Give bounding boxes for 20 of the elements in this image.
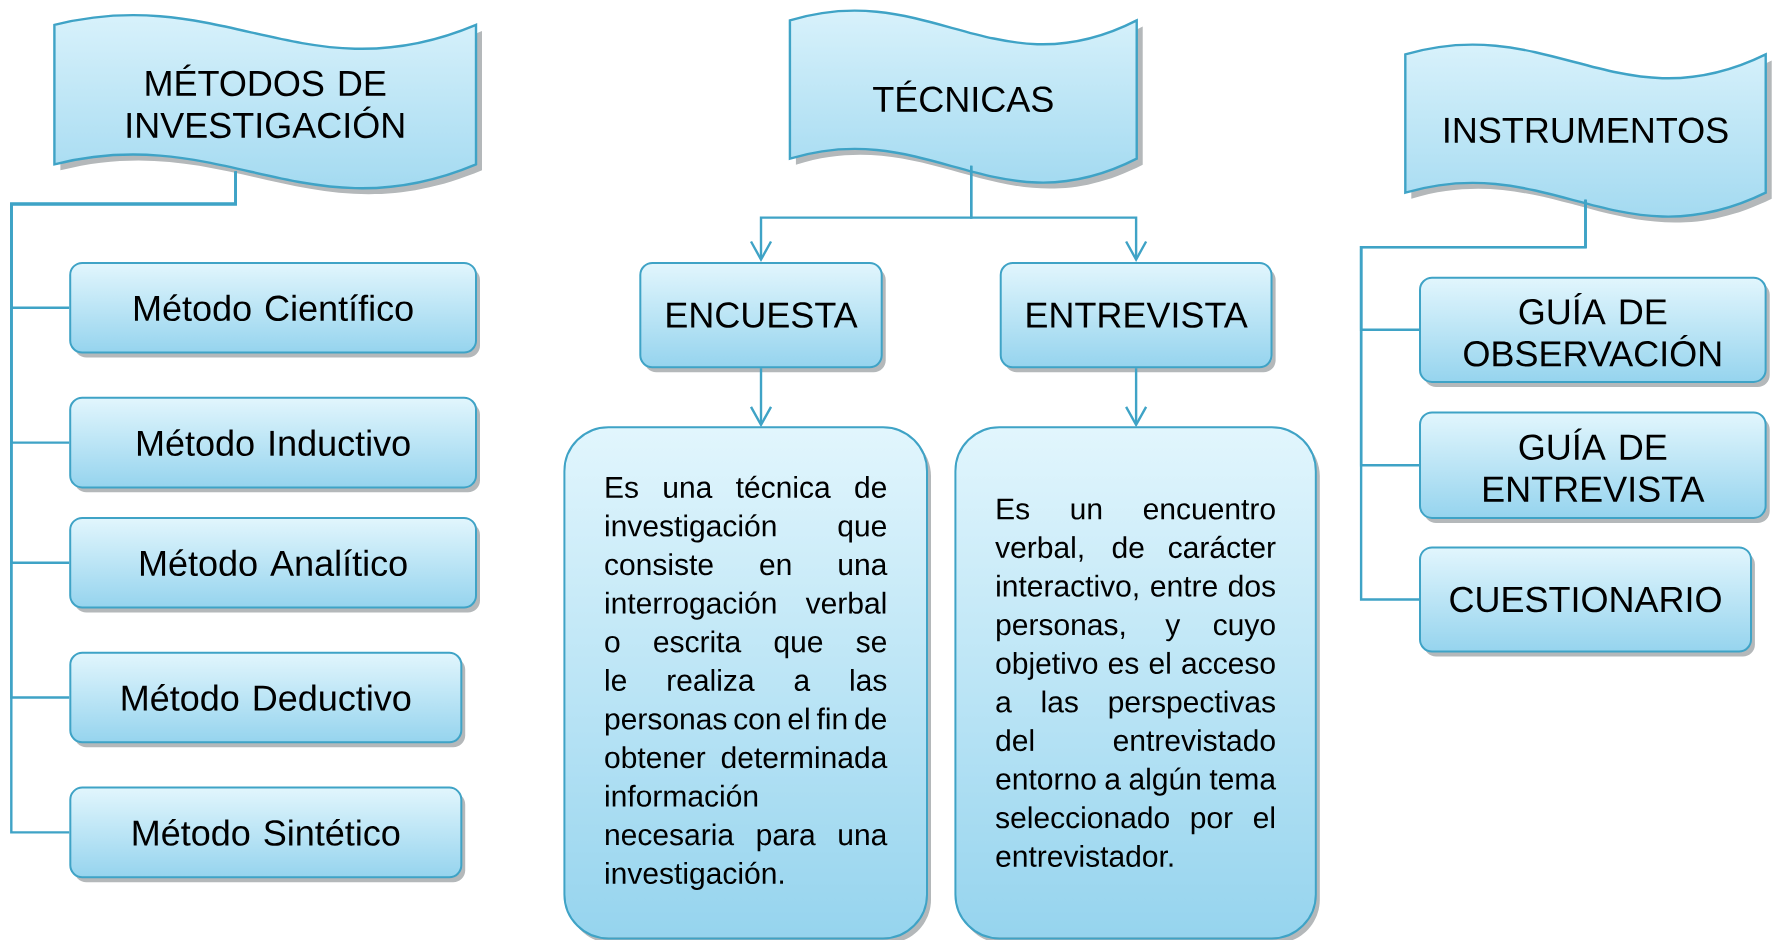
technique-box: ENCUESTA <box>639 262 886 373</box>
description-box: Es un encuentro verbal, de carácter interactivo, entre dos personas, y cuyo objetivo es el acceso a las perspectivas del entrevistado entorno a algún tema seleccionado por el entrevistador. <box>954 426 1320 940</box>
method-box: Método Inductivo <box>69 396 480 493</box>
arrow <box>749 368 773 428</box>
description-box: Es una técnica de investigación que consiste en una interrogación verbal o escrita que se le realiza a las personas con el fin de obtener determinada información necesaria para una investigación. <box>563 426 931 940</box>
banner-heading: INSTRUMENTOS <box>1404 43 1772 223</box>
method-box: Método Deductivo <box>69 651 466 748</box>
instrument-box: GUÍA DE OBSERVACIÓN <box>1419 276 1770 387</box>
method-box: Método Científico <box>69 261 480 358</box>
method-box: Método Sintético <box>69 786 466 883</box>
connector-line <box>10 171 237 834</box>
technique-box: ENTREVISTA <box>999 262 1276 373</box>
banner-heading: TÉCNICAS <box>788 9 1143 189</box>
banner-heading: MÉTODOS DE INVESTIGACIÓN <box>53 13 482 195</box>
method-box: Método Analítico <box>69 516 480 613</box>
arrow <box>970 165 1148 262</box>
connector-line <box>1359 199 1587 601</box>
instrument-box: GUÍA DE ENTREVISTA <box>1419 411 1770 523</box>
arrow <box>1125 368 1148 428</box>
instrument-box: CUESTIONARIO <box>1419 546 1755 657</box>
